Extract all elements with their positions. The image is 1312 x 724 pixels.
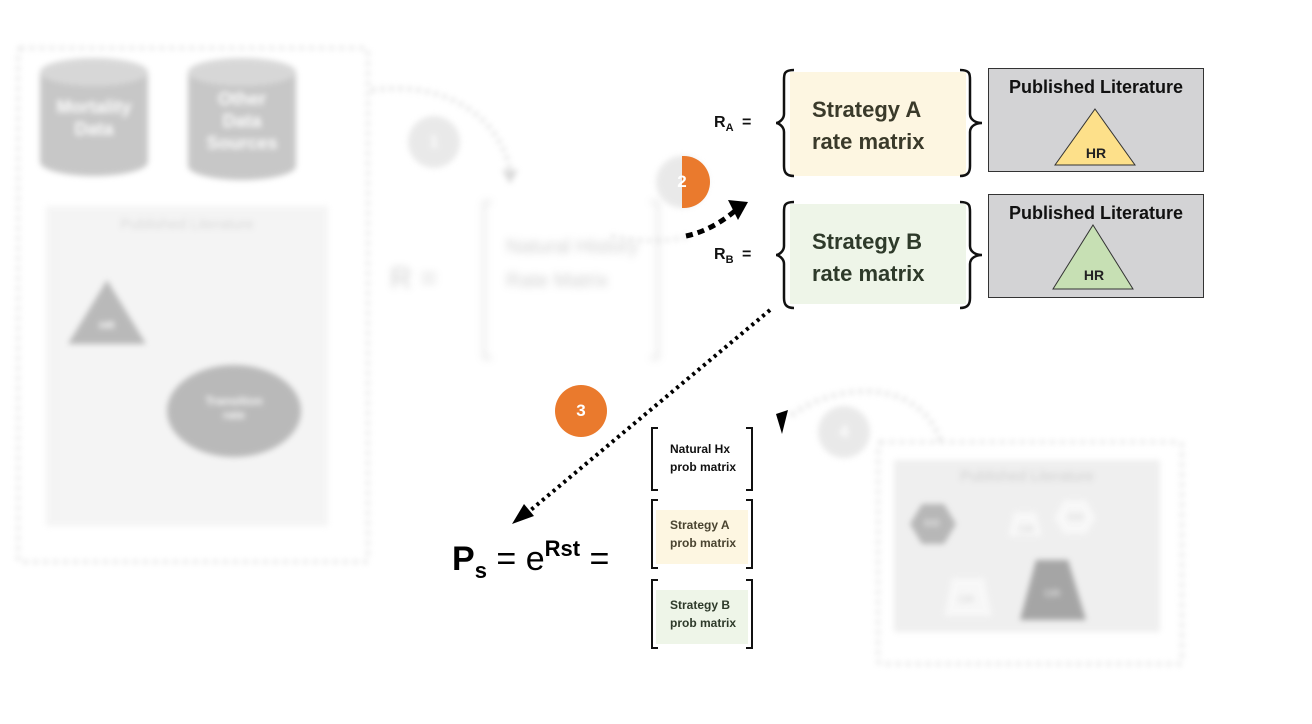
published-literature-title: Published Literature — [1008, 203, 1184, 223]
step-badge-3: 3 — [555, 385, 607, 437]
published-literature-title: Published Literature — [1008, 77, 1184, 97]
arrow-step-4 — [788, 389, 943, 441]
cylinder-label: Mortality Data — [56, 97, 132, 139]
strategy-a-brackets — [775, 68, 983, 178]
strategy-b-r-label: RB = — [714, 246, 751, 266]
strategy-b-prob-matrix: Strategy B prob matrix — [656, 590, 748, 644]
arrow-step-1 — [371, 86, 518, 184]
arrow-step-4-head — [776, 410, 788, 434]
prob-matrix-brackets-3 — [651, 579, 753, 649]
prob-matrix-brackets-1 — [651, 427, 753, 491]
left-published-literature-box: Published Literature — [46, 206, 328, 526]
hr-label: HR — [1083, 267, 1105, 283]
arrow-step-3 — [512, 308, 772, 524]
right-panel-shapes — [910, 500, 1096, 620]
arrow-step-2 — [685, 200, 748, 239]
published-literature-title: Published Literature — [120, 216, 254, 233]
formula-p: P — [452, 540, 475, 578]
hr-triangle-a — [1054, 108, 1136, 166]
mortality-data-cylinder: Mortality Data — [40, 58, 148, 176]
strategy-b-brackets — [775, 200, 983, 310]
formula-p-sub: s — [474, 558, 487, 583]
probability-formula: Ps = eRst = — [452, 536, 609, 584]
formula-eq1: = — [496, 540, 517, 578]
natural-history-r-label: R = — [390, 262, 438, 295]
r-equals: = — [741, 246, 752, 263]
r-sub: A — [725, 122, 734, 135]
right-published-literature-panel — [876, 440, 1184, 666]
r-sub: B — [725, 254, 734, 267]
formula-e: e — [525, 540, 545, 578]
strategy-b-rate-matrix: Strategy B rate matrix — [790, 204, 966, 304]
right-shape-label-4: OR — [958, 594, 975, 606]
arrow-step-2-faint — [611, 234, 691, 243]
left-hr-triangle: HR — [66, 278, 148, 346]
step-badge-2: 2 — [677, 172, 687, 191]
step-badge-1: 1 — [408, 116, 460, 168]
formula-eq2: = — [589, 540, 610, 578]
natural-history-text: Natural History Rate Matrix — [506, 236, 639, 292]
step-badge-4: 4 — [818, 406, 870, 458]
r-equals: = — [741, 114, 752, 131]
formula-exp: Rst — [544, 536, 581, 561]
cylinder-label: Other Data Sources — [206, 89, 278, 153]
natural-history-matrix: Natural History Rate Matrix — [480, 200, 662, 360]
strategy-a-prob-matrix: Strategy A prob matrix — [656, 510, 748, 564]
step-badge-2-container: 2 — [656, 156, 712, 208]
hr-triangle-b — [1052, 224, 1134, 290]
right-shape-label-2: OR — [1018, 524, 1035, 536]
natural-hx-prob-matrix: Natural Hx prob matrix — [670, 442, 737, 474]
r-main: R — [714, 246, 726, 263]
strategy-a-rate-matrix: Strategy A rate matrix — [790, 72, 966, 176]
ellipse-label: Transition rate — [205, 394, 263, 422]
left-data-sources-panel — [16, 46, 370, 564]
transition-rate-ellipse: Transition rate — [166, 364, 302, 458]
strategy-a-r-label: RA = — [714, 114, 751, 134]
right-shape-label-5: OR — [1044, 588, 1061, 600]
prob-matrix-brackets-2 — [651, 499, 753, 569]
other-data-sources-cylinder: Other Data Sources — [188, 58, 296, 180]
strategy-a-published-literature: Published Literature HR — [988, 68, 1204, 172]
triangle-label: HR — [99, 320, 115, 332]
right-shape-label-3: RR — [1068, 512, 1084, 524]
published-literature-title: Published Literature — [960, 468, 1094, 485]
hr-label: HR — [1085, 145, 1107, 161]
right-shape-label-1: RR — [924, 518, 940, 530]
r-main: R — [714, 114, 726, 131]
strategy-b-published-literature: Published Literature HR — [988, 194, 1204, 298]
